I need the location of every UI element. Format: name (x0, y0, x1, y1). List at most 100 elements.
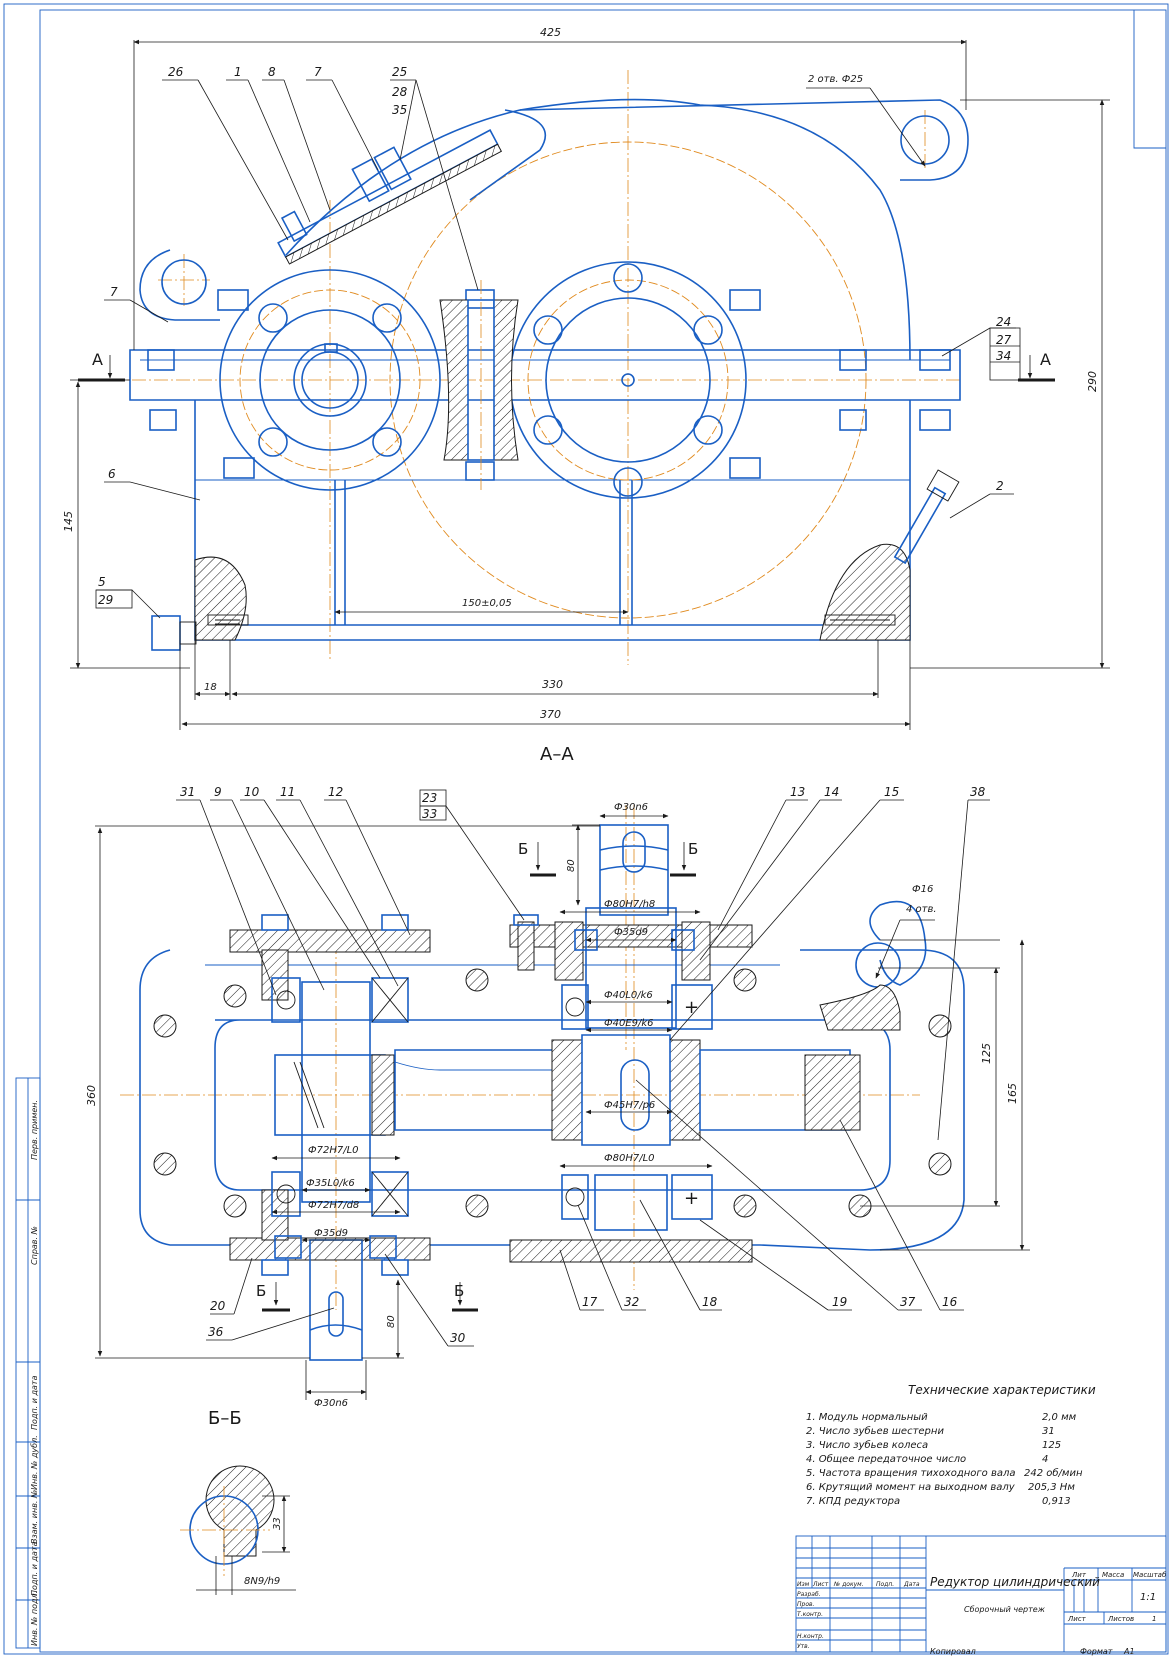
stamp-label: Взам. инв. № (30, 1490, 39, 1544)
callout-16: 16 (942, 1295, 958, 1309)
section-aa-view: + + Б Б Б Б (85, 785, 1030, 1409)
spec-value-3: 125 (1042, 1440, 1061, 1451)
callout-8: 8 (268, 65, 276, 79)
callout-31: 31 (180, 785, 195, 799)
spec-label-7: 7. КПД редуктора (806, 1496, 900, 1507)
callout-33: 33 (422, 807, 437, 821)
format-label: Формат (1080, 1647, 1113, 1656)
stamp-label: Подп. и дата (30, 1541, 39, 1596)
spec-value-7: 0,913 (1042, 1496, 1071, 1507)
dim-axis-height: 145 (62, 511, 75, 532)
callout-34: 34 (996, 349, 1011, 363)
svg-text:+: + (684, 997, 699, 1018)
title-block: Изм Лист № докум. Подп. Дата Разраб. Про… (795, 1535, 1167, 1656)
dim-center-distance: 150±0,05 (462, 598, 512, 609)
fit-shaft-out: Ф30n6 (314, 1398, 348, 1409)
section-bb-title: Б–Б (208, 1408, 242, 1429)
callout-1: 1 (234, 65, 242, 79)
callout-15: 15 (884, 785, 899, 799)
tb-role-prov: Пров. (797, 1601, 815, 1608)
callout-37: 37 (900, 1295, 916, 1309)
callout-13: 13 (790, 785, 805, 799)
tb-lit: Лит (1071, 1571, 1087, 1579)
tb-role-utv: Утв. (797, 1643, 810, 1650)
callout-26: 26 (168, 65, 184, 79)
spec-value-5: 242 об/мин (1024, 1467, 1083, 1479)
spec-label-5: 5. Частота вращения тихоходного вала (806, 1468, 1016, 1479)
stamp-label: Инв. № подл. (30, 1591, 39, 1646)
cut-label-b-bottom-right: Б (454, 1282, 464, 1300)
callout-20: 20 (210, 1299, 226, 1313)
callout-12: 12 (328, 785, 343, 799)
fit-72h7d8: Ф72H7/d8 (308, 1200, 359, 1211)
spec-label-1: 1. Модуль нормальный (806, 1412, 928, 1423)
tb-role-tkontr: Т.контр. (797, 1611, 823, 1618)
fit-80h7l0: Ф80H7/L0 (604, 1153, 655, 1164)
side-stamp: Перв. примен. Справ. № Подп. и дата Инв.… (15, 1077, 41, 1649)
callout-2: 2 (996, 479, 1004, 493)
dim-360: 360 (85, 1085, 98, 1106)
dim-height: 290 (1086, 371, 1099, 392)
drawing-title: Редуктор цилиндрический (930, 1575, 1100, 1589)
tb-col-list: Лист (812, 1581, 829, 1588)
callout-18: 18 (702, 1295, 718, 1309)
stamp-label: Подп. и дата (30, 1375, 39, 1430)
svg-text:+: + (684, 1188, 699, 1209)
tb-sheet: Лист (1067, 1615, 1087, 1623)
tech-specs-title: Технические характеристики (908, 1383, 1096, 1397)
stamp-label: Справ. № (30, 1226, 39, 1265)
section-aa-title: А–А (540, 744, 574, 765)
callout-14: 14 (824, 785, 839, 799)
callout-5: 5 (98, 575, 106, 589)
hole-note-4: 4 отв. (906, 904, 937, 915)
drawing-subtitle: Сборочный чертеж (964, 1605, 1046, 1614)
callout-11: 11 (280, 785, 295, 799)
callout-38: 38 (970, 785, 986, 799)
spec-label-3: 3. Число зубьев колеса (806, 1439, 928, 1451)
stamp-label: Перв. примен. (30, 1100, 39, 1160)
spec-label-4: 4. Общее передаточное число (806, 1453, 966, 1465)
callout-10: 10 (244, 785, 260, 799)
fit-40e9k6: Ф40E9/k6 (604, 1018, 654, 1029)
tb-mass: Масса (1102, 1571, 1124, 1579)
spec-value-1: 2,0 мм (1042, 1412, 1077, 1423)
callout-7: 7 (314, 65, 322, 79)
dim-overall-width: 425 (540, 26, 561, 39)
dim-key: 8N9/h9 (244, 1576, 280, 1587)
cut-label-b-top-left: Б (518, 840, 528, 858)
fit-35d9-top: Ф35d9 (614, 927, 648, 938)
callout-29: 29 (98, 593, 113, 607)
callout-6: 6 (108, 467, 116, 481)
fit-35l0k6: Ф35L0/k6 (306, 1178, 355, 1189)
format-value: А1 (1123, 1647, 1135, 1656)
tb-role-razrab: Разраб. (797, 1591, 821, 1598)
dim-len-top: 80 (566, 859, 577, 872)
spec-value-2: 31 (1042, 1426, 1055, 1437)
callout-7b: 7 (110, 285, 118, 299)
section-bb-view: Б–Б 33 8N9/h9 (180, 1408, 296, 1595)
tb-scale: Масштаб (1133, 1571, 1167, 1579)
tb-col-izm: Изм (797, 1581, 810, 1588)
dim-370: 370 (540, 708, 561, 721)
callout-35: 35 (392, 103, 407, 117)
callout-25: 25 (392, 65, 407, 79)
fit-shaft-in: Ф30n6 (614, 802, 648, 813)
tech-specs: Технические характеристики 1. Модуль нор… (806, 1383, 1096, 1507)
cut-label-b-bottom-left: Б (256, 1282, 266, 1300)
callout-19: 19 (832, 1295, 847, 1309)
copied-label: Копировал (930, 1647, 976, 1656)
fit-72h7l0: Ф72H7/L0 (308, 1145, 359, 1156)
cut-label-a-left: А (92, 350, 103, 369)
callout-28: 28 (392, 85, 408, 99)
dim-len-bottom: 80 (386, 1315, 397, 1328)
spec-label-6: 6. Крутящий момент на выходном валу (806, 1482, 1016, 1493)
spec-label-2: 2. Число зубьев шестерни (806, 1425, 944, 1437)
tb-sheets-count: 1 (1152, 1615, 1156, 1623)
fit-80h7h8: Ф80H7/h8 (604, 899, 655, 910)
callout-27: 27 (996, 333, 1012, 347)
drawing-scale: 1:1 (1140, 1592, 1156, 1603)
tb-role-nkontr: Н.контр. (797, 1633, 824, 1640)
callout-17: 17 (582, 1295, 598, 1309)
front-view: А А 425 290 145 150±0,05 18 330 370 2 (62, 26, 1110, 730)
